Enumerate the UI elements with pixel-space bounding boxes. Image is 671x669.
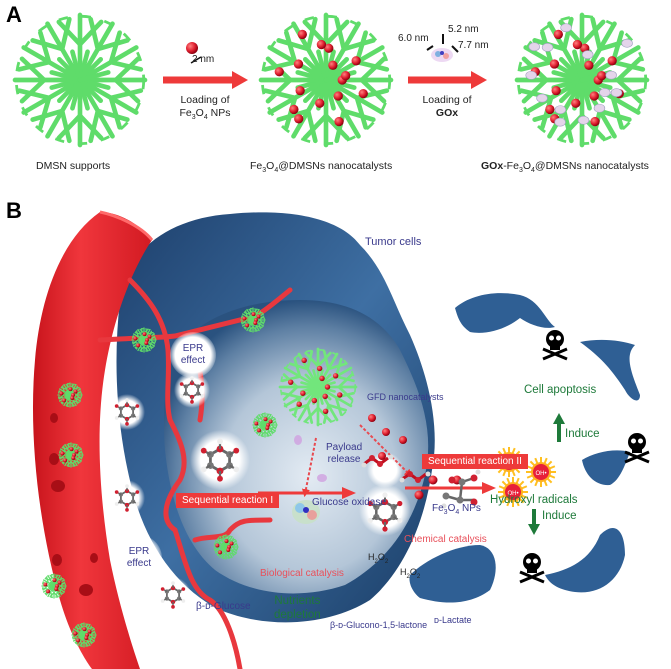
induce-up-arrowhead (553, 413, 565, 424)
induce-up-label: Induce (565, 428, 600, 440)
loading-gox-line1: Loading of (422, 94, 472, 106)
np-size-label: 2 nm (192, 54, 215, 65)
vessel-pores (49, 413, 98, 596)
fe3o4-dmsn-sphere (258, 12, 394, 148)
glucose-oxidase-label: Glucose oxidase (312, 497, 386, 508)
sequential-reaction-1-label: Sequential reaction I (176, 493, 280, 508)
tumor-cells-label: Tumor cells (365, 236, 422, 248)
h2o2-label-1: H2O2 (368, 552, 389, 565)
loading-fe3o4-label: Loading of Fe3O4 NPs (168, 94, 242, 124)
molecule-glows (109, 372, 411, 613)
panel-a-label: A (6, 2, 22, 27)
gox-dim-5nm: 5.2 nm (448, 24, 479, 35)
hydroxyl-radicals-label: Hydroxyl radicals (490, 494, 578, 506)
biological-catalysis-label: Biological catalysis (260, 568, 344, 579)
svg-text:OH•: OH• (535, 471, 546, 477)
gox-dim-6nm: 6.0 nm (398, 33, 429, 44)
fe3o4-nps-label: Fe3O4 NPs (432, 503, 481, 516)
fe3o4-nanoparticle-icon (186, 42, 198, 54)
loading-gox-line2: GOx (435, 107, 459, 119)
fe3o4-nanoparticles (368, 414, 462, 500)
skull-icon (624, 433, 650, 464)
gluconolactone-label: β-ᴅ-Glucono-1,5-lactone (330, 620, 428, 630)
gox-fe3o4-dmsn-caption: GOx-Fe3O4@DMSNs nanocatalysts (481, 160, 649, 175)
loading-gox-arrowhead (471, 71, 487, 89)
fe3o4-release-arrow (359, 424, 413, 478)
size-arrow-icon (190, 56, 202, 64)
payload-release-arrow (302, 437, 317, 498)
induce-down-label: Induce (542, 510, 577, 522)
gox-dim-7nm: 7.7 nm (458, 40, 489, 51)
lactate-molecule (441, 469, 481, 509)
glucose-molecules (114, 376, 403, 609)
h2o2-molecules (361, 454, 431, 483)
vessel-highlight (99, 210, 154, 241)
chemical-catalysis-label: Chemical catalysis (404, 534, 487, 545)
gox-enzyme-icon (426, 34, 459, 62)
panel-b-label: B (6, 198, 22, 223)
fe3o4-dmsn-caption: Fe3O4@DMSNs nanocatalysts (250, 160, 393, 175)
gfd-nanocatalyst-sphere (278, 347, 358, 427)
sequential-reaction-2-label: Sequential reaction II (422, 454, 528, 469)
skull-icon (519, 553, 545, 584)
beta-d-glucose-label: β-ᴅ-Glucose (196, 601, 251, 612)
skull-icon (542, 330, 568, 361)
dmsn-supports-caption: DMSN supports (36, 160, 111, 172)
gfd-nanocatalysts-label: GFD nanocatalysts (367, 392, 444, 402)
loading-gox-label: Loading of GOx (410, 94, 484, 120)
induce-down-arrowhead (528, 524, 540, 535)
gox-fe3o4-dmsn-sphere (514, 12, 650, 148)
loading-fe3o4-line2: Fe3O4 NPs (179, 107, 231, 122)
loading-fe3o4-line1: Loading of (180, 94, 230, 106)
glucose-oxidase-enzyme-icon (292, 435, 327, 524)
oh-radical: OH• (498, 477, 528, 507)
circulating-nanocatalysts (41, 307, 278, 648)
chemical-catalysis-arrowhead (482, 482, 496, 494)
blood-vessel (32, 212, 152, 669)
svg-text:OH•: OH• (507, 491, 518, 497)
dead-cell-fragments (409, 293, 640, 603)
skull-crossbones-icons (519, 330, 650, 584)
h2o2-label-2: H2O2 (400, 567, 421, 580)
d-lactate-label: ᴅ-Lactate (434, 615, 472, 625)
loading-fe3o4-arrowhead (232, 71, 248, 89)
dmsn-support-sphere (12, 12, 148, 148)
cell-apoptosis-label: Cell apoptosis (524, 384, 597, 396)
biological-catalysis-arrowhead (342, 487, 356, 499)
oh-radical: OH• (526, 457, 556, 487)
